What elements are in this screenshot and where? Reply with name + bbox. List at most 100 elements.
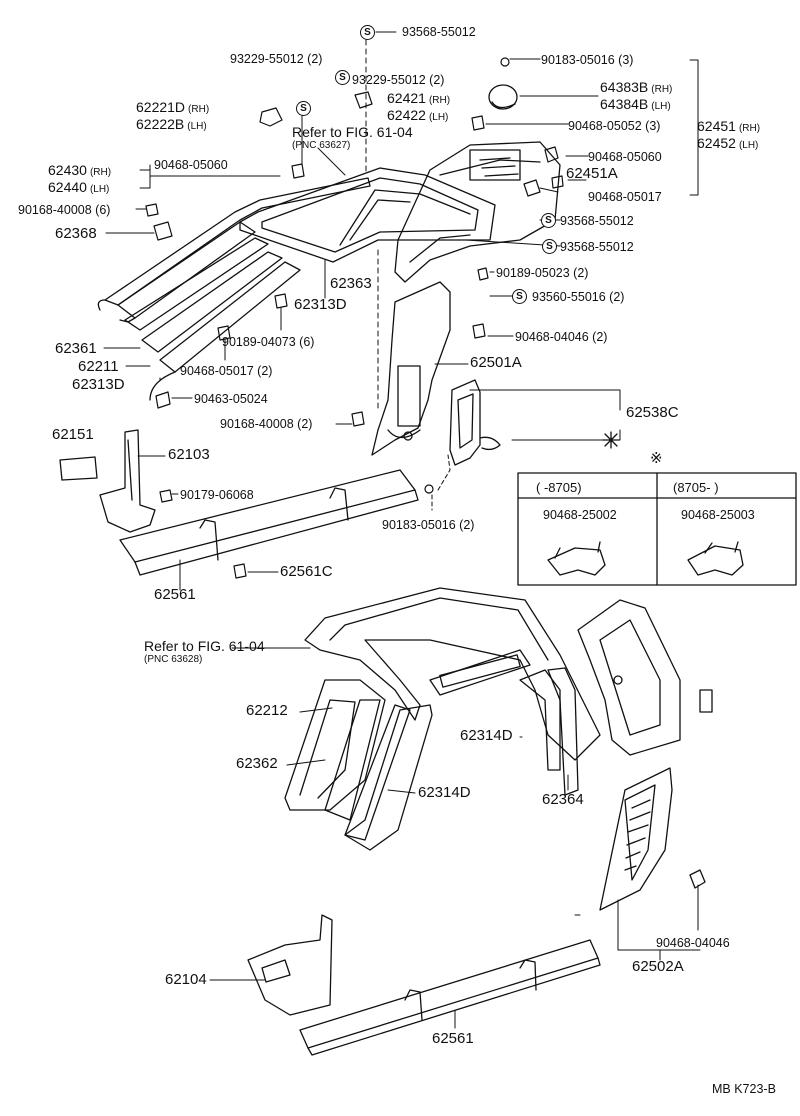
s-standard-part-icon: S [296, 101, 311, 116]
part-label-rh-lh: 62221D(RH) 62222B(LH) [136, 100, 209, 134]
part-number: 62451 [697, 118, 736, 134]
part-label: 62364 [542, 791, 584, 808]
part-label: 62212 [246, 702, 288, 719]
part-label: 90168-40008 (6) [18, 203, 111, 217]
rh-suffix: (RH) [428, 95, 451, 106]
part-number: 62430 [48, 162, 87, 178]
part-label: 62363 [330, 275, 372, 292]
part-label: 62538C [626, 404, 679, 421]
roof-window-frame-upper [239, 167, 496, 263]
lh-suffix: (LH) [428, 112, 449, 123]
reference-title: Refer to FIG. 61-04 [144, 638, 265, 654]
lower-front-bracket [247, 914, 333, 1016]
lower-window-frame [304, 587, 601, 761]
rocker-inner-rail-lower [299, 939, 601, 1056]
s-standard-part-icon: S [512, 289, 527, 304]
part-number: 62221D [136, 99, 186, 115]
part-number: 64383B [600, 79, 649, 95]
rh-suffix: (RH) [738, 123, 761, 134]
quarter-lower-trim [577, 599, 713, 756]
part-label: 62561 [154, 586, 196, 603]
part-label: 93568-55012 [402, 25, 476, 39]
part-label: 62104 [165, 971, 207, 988]
part-label: 90468-05060 [154, 158, 228, 172]
part-label: 90189-04073 (6) [222, 335, 315, 349]
part-label: 93229-55012 (2) [352, 73, 445, 87]
s-standard-part-icon: S [542, 239, 557, 254]
part-label: 62362 [236, 755, 278, 772]
part-label: 62502A [632, 958, 684, 975]
reference-title: Refer to FIG. 61-04 [292, 124, 413, 140]
leader-lines [103, 31, 701, 1029]
part-label: 90468-05052 (3) [568, 119, 661, 133]
reference-pnc: (PNC 63628) [144, 654, 203, 665]
part-label: 90183-05016 (2) [382, 518, 475, 532]
seat-belt-cover [449, 379, 501, 466]
reference-note: Refer to FIG. 61-04 (PNC 63627) [292, 124, 413, 152]
part-label: 62314D [418, 784, 471, 801]
part-label: 93568-55012 [560, 240, 634, 254]
lower-front-pillar [284, 679, 411, 841]
lh-suffix: (LH) [651, 101, 671, 112]
part-label: 62103 [168, 446, 210, 463]
part-label: 62313D [294, 296, 347, 313]
part-number: 62452 [697, 135, 736, 151]
part-label-rh-lh: 62451(RH) 62452(LH) [697, 119, 760, 153]
rh-suffix: (RH) [188, 104, 210, 115]
rocker-inner-rail-upper [119, 469, 419, 576]
variant-table [517, 472, 797, 586]
part-label: 62361 [55, 340, 97, 357]
part-number: 62422 [387, 107, 426, 123]
part-label: 90179-06068 [180, 488, 254, 502]
fasteners [145, 57, 564, 579]
diagram-code: MB K723-B [712, 1082, 776, 1096]
part-label: 90168-40008 (2) [220, 417, 313, 431]
part-label: 62211 [78, 358, 119, 375]
lh-suffix: (LH) [738, 140, 759, 151]
quarter-upper-trim [394, 141, 561, 283]
variant-col2-part: 90468-25003 [681, 508, 755, 522]
part-label: 90468-05017 [588, 190, 662, 204]
variant-mark-glyph [602, 431, 620, 449]
part-label: 62368 [55, 225, 97, 242]
rh-suffix: (RH) [651, 84, 673, 95]
part-label-rh-lh: 64383B(RH) 64384B(LH) [600, 80, 672, 114]
lh-suffix: (LH) [187, 121, 207, 132]
reference-pnc: (PNC 63627) [292, 140, 351, 151]
part-number: 62421 [387, 90, 426, 106]
variant-mark: ※ [650, 450, 663, 467]
variant-col1-part: 90468-25002 [543, 508, 617, 522]
part-number: 62222B [136, 116, 185, 132]
rh-suffix: (RH) [89, 167, 112, 178]
part-label: 62151 [52, 426, 94, 443]
lh-suffix: (LH) [89, 184, 110, 195]
variant-col2-header: (8705- ) [673, 480, 719, 495]
part-label: 62314D [460, 727, 513, 744]
part-label: 62561 [432, 1030, 474, 1047]
roof-side-rail-upper [97, 177, 371, 323]
part-label: 93229-55012 (2) [230, 52, 323, 66]
part-label: 93568-55012 [560, 214, 634, 228]
variant-col1-header: ( -8705) [536, 480, 582, 495]
s-standard-part-icon: S [541, 213, 556, 228]
reference-note: Refer to FIG. 61-04 (PNC 63628) [144, 638, 265, 666]
part-label: 93560-55016 (2) [532, 290, 625, 304]
part-label: 90468-05017 (2) [180, 364, 273, 378]
part-label-rh-lh: 62421(RH) 62422(LH) [387, 91, 450, 125]
lower-weatherstrip [344, 667, 579, 851]
part-label: 90468-04046 [656, 936, 730, 950]
part-label: 62561C [280, 563, 333, 580]
part-label-rh-lh: 62430(RH) 62440(LH) [48, 163, 111, 197]
part-label: 62501A [470, 354, 522, 371]
s-standard-part-icon: S [335, 70, 350, 85]
s-standard-part-icon: S [360, 25, 375, 40]
vent-cap [488, 84, 518, 110]
front-pillar-bracket [59, 429, 156, 533]
part-label: 90189-05023 (2) [496, 266, 589, 280]
quarter-pillar-trim-lower [599, 767, 706, 911]
part-label: 90463-05024 [194, 392, 268, 406]
part-number: 64384B [600, 96, 649, 112]
part-number: 62440 [48, 179, 87, 195]
